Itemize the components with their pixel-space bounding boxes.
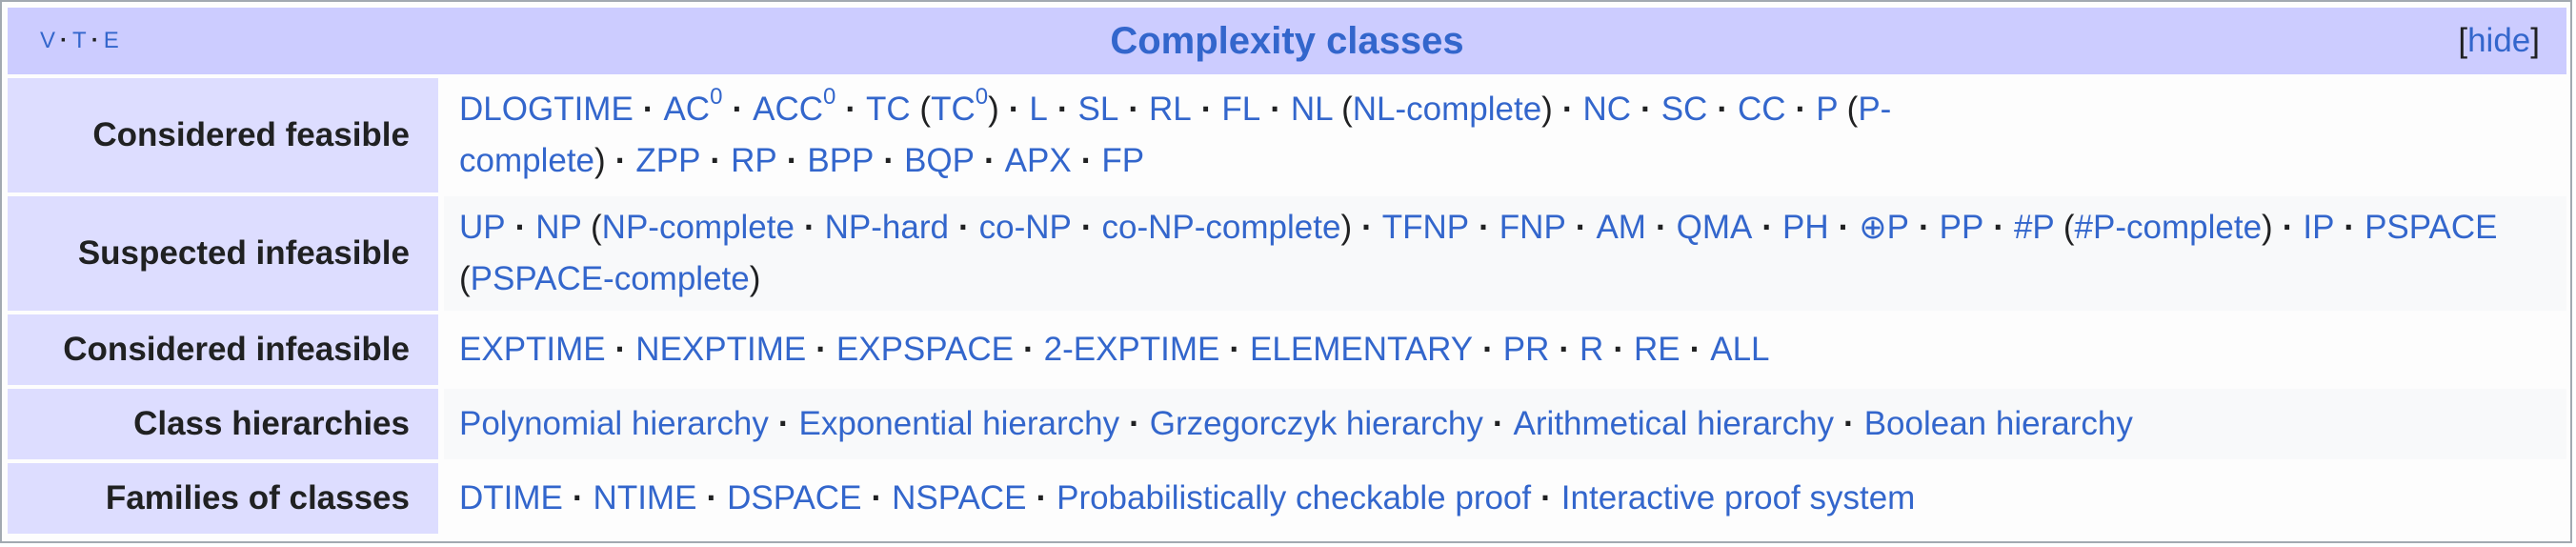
- navbox-title-link[interactable]: Complexity classes: [1110, 19, 1464, 62]
- link-all[interactable]: ALL: [1710, 331, 1770, 368]
- link-grzegorczyk-hierarchy[interactable]: Grzegorczyk hierarchy: [1149, 405, 1483, 442]
- row-considered-infeasible: Considered infeasible EXPTIME·NEXPTIME·E…: [8, 314, 2566, 385]
- link-zpp[interactable]: ZPP: [635, 142, 701, 179]
- link-rl[interactable]: RL: [1148, 91, 1192, 128]
- link-tc0[interactable]: TC0: [931, 84, 989, 128]
- link-acc0[interactable]: ACC0: [753, 84, 836, 128]
- link-ph[interactable]: PH: [1782, 209, 1829, 246]
- link-sl[interactable]: SL: [1077, 91, 1119, 128]
- link-boolean-hierarchy[interactable]: Boolean hierarchy: [1863, 405, 2133, 442]
- link-re[interactable]: RE: [1633, 331, 1680, 368]
- group-label: Families of classes: [8, 463, 438, 534]
- link-np[interactable]: NP: [535, 209, 582, 246]
- link-ac0[interactable]: AC0: [663, 84, 723, 128]
- link-pcp[interactable]: Probabilistically checkable proof: [1057, 479, 1532, 517]
- link-bpp[interactable]: BPP: [807, 142, 875, 179]
- group-list: UP·NP (NP-complete·NP-hard·co-NP·co-NP-c…: [444, 196, 2566, 311]
- link-2-exptime[interactable]: 2-EXPTIME: [1043, 331, 1220, 368]
- link-np-hard[interactable]: NP-hard: [824, 209, 949, 246]
- link-co-np[interactable]: co-NP: [978, 209, 1072, 246]
- link-exptime[interactable]: EXPTIME: [459, 331, 606, 368]
- navbox-title: Complexity classes: [8, 8, 2566, 74]
- link-am[interactable]: AM: [1596, 209, 1646, 246]
- bracket-open: [: [2458, 22, 2468, 59]
- link-nl-complete[interactable]: NL-complete: [1352, 91, 1542, 128]
- link-interactive-proof-system[interactable]: Interactive proof system: [1560, 479, 1916, 517]
- link-sharp-p[interactable]: #P: [2013, 209, 2055, 246]
- link-nl[interactable]: NL: [1290, 91, 1333, 128]
- link-pr[interactable]: PR: [1502, 331, 1550, 368]
- link-pp[interactable]: PP: [1939, 209, 1984, 246]
- link-pspace[interactable]: PSPACE: [2365, 209, 2498, 246]
- group-label: Suspected infeasible: [8, 196, 438, 311]
- bracket-close: ]: [2530, 22, 2540, 59]
- link-exponential-hierarchy[interactable]: Exponential hierarchy: [798, 405, 1120, 442]
- link-ntime[interactable]: NTIME: [593, 479, 697, 517]
- link-elementary[interactable]: ELEMENTARY: [1250, 331, 1474, 368]
- navbox-title-bar: V · T · E Complexity classes [hide]: [8, 8, 2566, 74]
- link-sc[interactable]: SC: [1660, 91, 1708, 128]
- link-parity-p[interactable]: ⊕P: [1859, 209, 1909, 246]
- hide-toggle: [hide]: [2458, 8, 2540, 74]
- link-bqp[interactable]: BQP: [904, 142, 975, 179]
- group-label: Considered infeasible: [8, 314, 438, 385]
- link-arithmetical-hierarchy[interactable]: Arithmetical hierarchy: [1513, 405, 1835, 442]
- link-nspace[interactable]: NSPACE: [892, 479, 1027, 517]
- link-r[interactable]: R: [1580, 331, 1604, 368]
- link-fnp[interactable]: FNP: [1499, 209, 1566, 246]
- edit-link[interactable]: E: [103, 28, 120, 53]
- link-p-complete[interactable]: P-complete: [459, 91, 1892, 179]
- link-cc[interactable]: CC: [1737, 91, 1786, 128]
- link-co-np-complete[interactable]: co-NP-complete: [1101, 209, 1341, 246]
- separator-dot: ·: [91, 28, 100, 53]
- group-list: Polynomial hierarchy·Exponential hierarc…: [444, 389, 2566, 459]
- link-tc[interactable]: TC: [866, 91, 911, 128]
- group-list: EXPTIME·NEXPTIME·EXPSPACE·2-EXPTIME·ELEM…: [459, 331, 1770, 368]
- group-list: DTIME·NTIME·DSPACE·NSPACE·Probabilistica…: [459, 479, 1916, 517]
- link-qma[interactable]: QMA: [1676, 209, 1753, 246]
- group-label: Considered feasible: [8, 78, 438, 192]
- link-dtime[interactable]: DTIME: [459, 479, 563, 517]
- row-class-hierarchies: Class hierarchies Polynomial hierarchy·E…: [8, 389, 2566, 459]
- link-l[interactable]: L: [1029, 91, 1048, 128]
- row-suspected-infeasible: Suspected infeasible UP·NP (NP-complete·…: [8, 196, 2566, 311]
- link-ip[interactable]: IP: [2303, 209, 2335, 246]
- link-dspace[interactable]: DSPACE: [727, 479, 862, 517]
- link-polynomial-hierarchy[interactable]: Polynomial hierarchy: [459, 405, 769, 442]
- link-nc[interactable]: NC: [1582, 91, 1632, 128]
- view-link[interactable]: V: [40, 28, 57, 53]
- link-fp[interactable]: FP: [1101, 142, 1145, 179]
- link-fl[interactable]: FL: [1221, 91, 1261, 128]
- separator-dot: ·: [60, 28, 70, 53]
- row-considered-feasible: Considered feasible DLOGTIME·AC0·ACC0·TC…: [8, 78, 2566, 192]
- hide-button[interactable]: hide: [2467, 22, 2531, 59]
- link-sharp-p-complete[interactable]: #P-complete: [2074, 209, 2263, 246]
- link-rp[interactable]: RP: [731, 142, 777, 179]
- talk-link[interactable]: T: [72, 28, 88, 53]
- group-label: Class hierarchies: [8, 389, 438, 459]
- link-p[interactable]: P: [1816, 91, 1838, 128]
- group-list: DLOGTIME·AC0·ACC0·TC (TC0)·L·SL·RL·FL·NL…: [459, 84, 1892, 179]
- vte-links: V · T · E: [40, 8, 120, 74]
- link-pspace-complete[interactable]: PSPACE-complete: [470, 260, 750, 297]
- link-apx[interactable]: APX: [1004, 142, 1072, 179]
- link-nexptime[interactable]: NEXPTIME: [635, 331, 807, 368]
- link-up[interactable]: UP: [459, 209, 506, 246]
- link-tfnp[interactable]: TFNP: [1381, 209, 1470, 246]
- link-expspace[interactable]: EXPSPACE: [835, 331, 1014, 368]
- link-np-complete[interactable]: NP-complete: [601, 209, 795, 246]
- link-dlogtime[interactable]: DLOGTIME: [459, 91, 634, 128]
- row-families-of-classes: Families of classes DTIME·NTIME·DSPACE·N…: [8, 463, 2566, 534]
